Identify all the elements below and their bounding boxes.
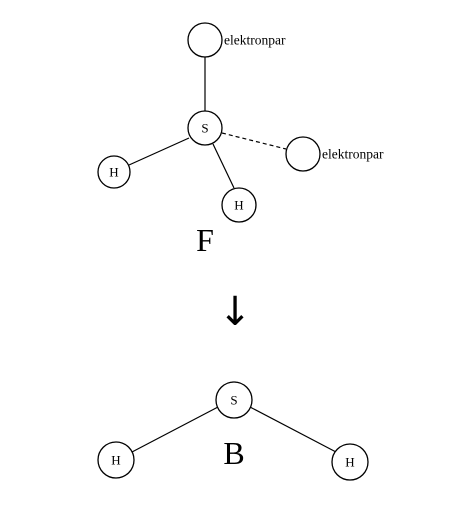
bottom-sulfur-symbol: S [230,393,237,408]
bottom-right-hydrogen-symbol: H [345,455,354,470]
dashed-bond-s-to-right-lone-pair [221,132,287,150]
bottom-left-hydrogen-atom [97,441,135,479]
bond-s-to-left-hydrogen [128,137,190,166]
right-lone-pair-circle [285,136,321,172]
bond-bottom-s-to-right-hydrogen [249,406,337,453]
top-lone-pair-label: elektronpar [224,33,286,48]
bottom-molecule: S H H B [97,381,369,481]
top-sulfur-atom [187,110,223,146]
top-left-hydrogen-symbol: H [109,165,118,180]
bottom-molecule-label: B [223,435,244,471]
top-right-hydrogen-symbol: H [234,198,243,213]
bottom-sulfur-atom [215,381,253,419]
bond-bottom-s-to-left-hydrogen [131,406,219,453]
top-molecule: elektronpar elektronpar S H H F [97,22,384,258]
top-lone-pair-circle [187,22,223,58]
down-arrow-icon: ↓ [218,289,252,335]
bottom-right-hydrogen-atom [331,443,369,481]
top-right-hydrogen-atom [221,187,257,223]
bond-s-to-right-hydrogen [212,143,235,189]
bottom-left-hydrogen-symbol: H [111,453,120,468]
top-left-hydrogen-atom [97,155,131,189]
top-sulfur-symbol: S [201,121,208,136]
right-lone-pair-label: elektronpar [322,147,384,162]
top-molecule-label: F [196,222,214,258]
